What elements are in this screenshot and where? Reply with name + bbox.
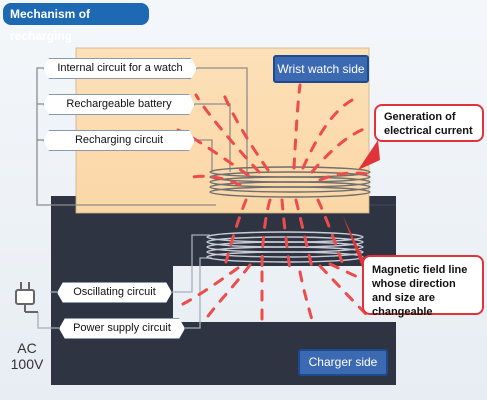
note-magnetic-field: Magnetic field line whose direction and … — [362, 255, 484, 318]
wrist-watch-side-label: Wrist watch side — [273, 55, 369, 83]
callout-arrow-field — [343, 216, 366, 278]
title-badge: Mechanism of recharging — [3, 3, 149, 43]
label-power-supply-circuit: Power supply circuit — [59, 318, 185, 339]
label-rechargeable-battery: Rechargeable battery — [43, 94, 195, 115]
callout-arrow-current — [358, 140, 380, 170]
note-current-generation: Generation of electrical current — [374, 104, 484, 142]
label-recharging-circuit: Recharging circuit — [43, 130, 195, 151]
watch-coil — [209, 166, 371, 198]
charger-side-label: Charger side — [298, 349, 388, 376]
watch-wiring — [36, 67, 248, 206]
ac-label: AC — [17, 340, 37, 356]
label-oscillating-circuit: Oscillating circuit — [57, 282, 172, 303]
ac-voltage-label: AC 100V — [7, 340, 47, 372]
voltage-label: 100V — [10, 356, 44, 372]
label-internal-circuit: Internal circuit for a watch — [43, 58, 197, 79]
plug-icon — [15, 282, 38, 313]
